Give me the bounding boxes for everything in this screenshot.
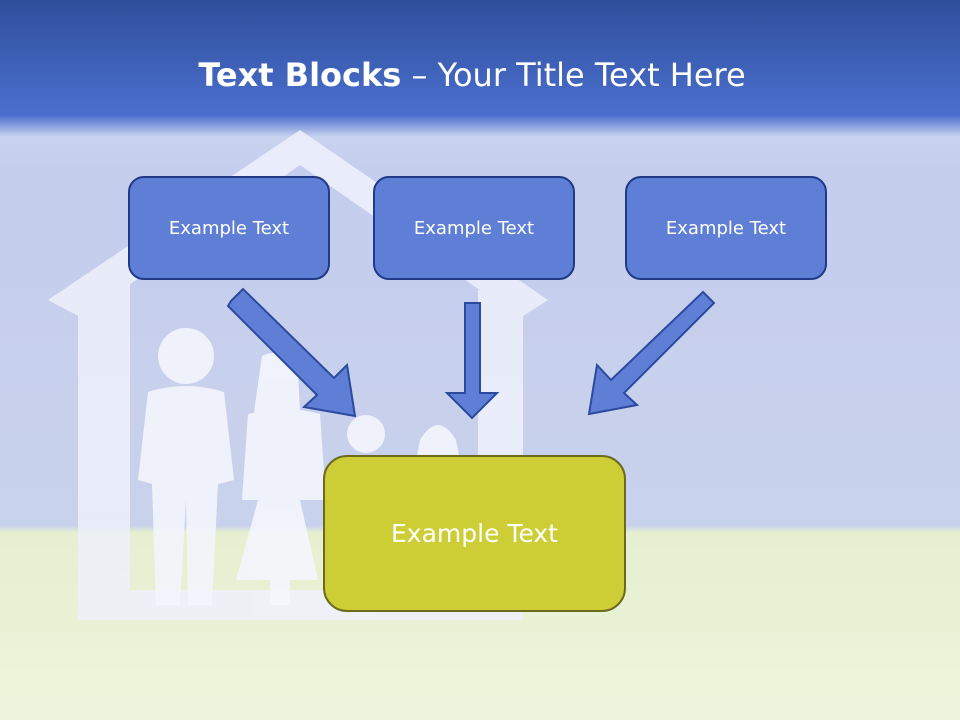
arrow-down (444, 302, 500, 420)
arrow-left-diagonal (226, 287, 357, 418)
text-block-1[interactable]: Example Text (128, 176, 330, 280)
text-block-1-label: Example Text (168, 217, 290, 239)
family-icon (138, 328, 462, 605)
text-block-3[interactable]: Example Text (625, 176, 827, 280)
title-rest: – Your Title Text Here (401, 56, 746, 94)
target-text-block[interactable]: Example Text (323, 455, 626, 612)
arrow-right-diagonal (587, 290, 716, 416)
house-icon (48, 130, 548, 620)
title-bold: Text Blocks (198, 56, 402, 94)
text-block-2[interactable]: Example Text (373, 176, 575, 280)
slide-title: Text Blocks – Your Title Text Here (0, 54, 944, 96)
text-block-3-label: Example Text (665, 217, 787, 239)
target-text-block-label: Example Text (391, 519, 558, 548)
text-block-2-label: Example Text (413, 217, 535, 239)
